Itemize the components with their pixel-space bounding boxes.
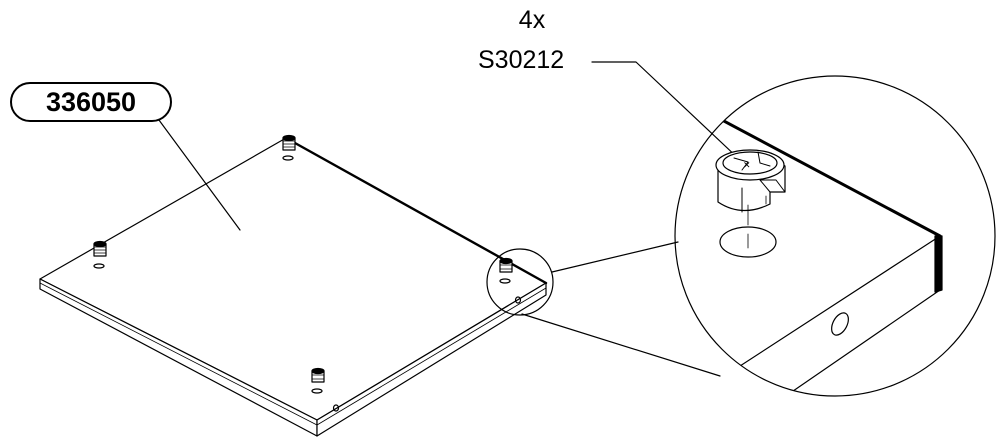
mag-panel-top-edge [700, 236, 940, 392]
cam-fitting [500, 259, 512, 284]
hardware-quantity: 4x [518, 6, 546, 34]
panel-side-edge [317, 283, 546, 436]
hardware-leader-line [592, 62, 740, 160]
panel-top-face [40, 138, 546, 420]
hardware-code: S30212 [478, 46, 565, 74]
mag-panel-bottom-edge [780, 290, 940, 400]
mag-panel-thickness [935, 236, 942, 292]
detail-connector-line [522, 314, 720, 376]
edge-hole [334, 405, 339, 411]
detail-connector-line [552, 242, 678, 272]
cam-lock-fitting: ✕ [716, 150, 785, 225]
part-number-label: 336050 [10, 82, 172, 122]
cam-fitting [312, 369, 324, 394]
panel-board [40, 138, 546, 436]
panel-front-inner-line [40, 283, 317, 425]
cam-arrow-glyph: ✕ [743, 160, 751, 170]
magnifier-circle [675, 76, 995, 396]
magnified-detail [675, 95, 942, 400]
mag-drill-hole [720, 227, 776, 257]
panel-side-inner-line [317, 288, 546, 425]
mag-edge-hole [828, 310, 852, 338]
mag-panel-back-edge [675, 95, 940, 236]
part-leader-line [156, 116, 240, 230]
edge-hole [516, 297, 521, 303]
cam-fitting [283, 136, 295, 161]
detail-source-circle [487, 249, 553, 315]
cam-fitting [94, 242, 106, 269]
